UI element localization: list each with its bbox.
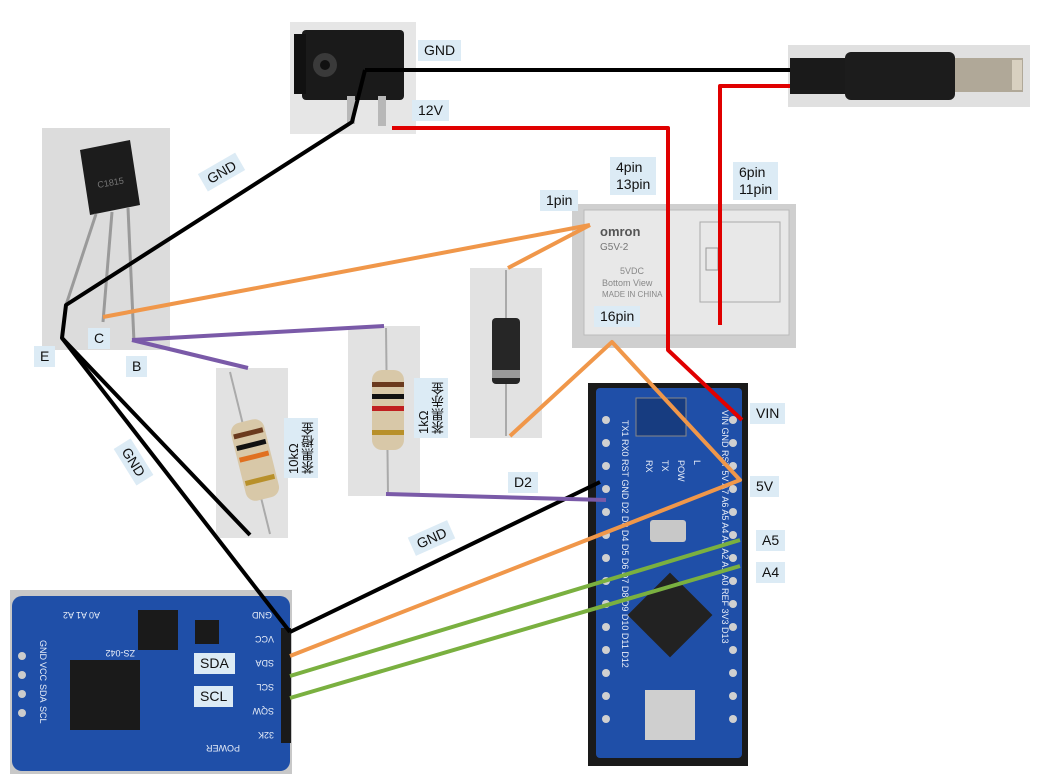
- label-pin1: 1pin: [540, 190, 579, 211]
- rtc-model: ZS-042: [105, 648, 135, 658]
- label-12v: 12V: [412, 100, 449, 121]
- wire-diode-relay1: [507, 223, 591, 270]
- rtc-pin-label-32k: 32K: [258, 730, 274, 740]
- label-pin4-13: 4pin 13pin: [610, 157, 657, 195]
- label-gnd-top: GND: [418, 40, 462, 61]
- label-a4: A4: [756, 562, 786, 583]
- arduino-nano: TX1 RX0 RST GND D2 D3 D4 D5 D6 D7 D8 D9 …: [588, 383, 748, 766]
- nano-led-tx: TX: [660, 460, 670, 472]
- label-vin: VIN: [750, 403, 786, 424]
- wire-sda-a5: [289, 538, 741, 678]
- relay-rating: 5VDC: [620, 266, 645, 276]
- rtc-pin-label-gnd: GND: [252, 610, 273, 620]
- label-emitter: E: [34, 346, 56, 367]
- nano-led-l: L: [692, 460, 702, 465]
- label-resistor-10k: 10kΩ 茶黒橙金: [284, 418, 318, 478]
- label-scl: SCL: [194, 686, 234, 707]
- rtc-left-pin-gnd: GND: [38, 640, 48, 661]
- rtc-addr-label: A0 A1 A2: [63, 610, 100, 620]
- rtc-pin-label-vcc: VCC: [254, 634, 274, 644]
- label-pin16: 16pin: [594, 306, 641, 327]
- relay-brand: omron: [600, 224, 641, 239]
- rtc-module: GND VCC SDA SCL SQW 32K GND VCC SDA SCL …: [10, 590, 292, 774]
- wire-1k-d2: [385, 492, 607, 502]
- label-5v: 5V: [750, 476, 780, 497]
- wire-scl-a4: [289, 564, 741, 700]
- transistor: C1815: [42, 128, 170, 350]
- rtc-left-pin-scl: SCL: [38, 706, 48, 724]
- nano-left-pin-labels: TX1 RX0 RST GND D2 D3 D4 D5 D6 D7 D8 D9 …: [620, 420, 630, 668]
- wire-gnd-rtc-nano: [289, 480, 601, 634]
- rtc-left-pin-vcc: VCC: [38, 662, 48, 682]
- label-pin6-11: 6pin 11pin: [733, 162, 779, 200]
- rtc-pin-label-sqw: SQW: [252, 706, 274, 716]
- diode: [470, 268, 542, 438]
- label-sda: SDA: [194, 653, 235, 674]
- rtc-pin-label-scl: SCL: [256, 682, 274, 692]
- resistor-1k: [348, 326, 420, 496]
- nano-led-pow: POW: [676, 460, 686, 482]
- wire-12v-vin: [392, 126, 744, 422]
- label-a5: A5: [756, 530, 786, 551]
- wire-base-10k: [131, 338, 249, 370]
- dc-jack: [290, 22, 416, 134]
- wire-base-1k: [131, 324, 385, 342]
- nano-right-pin-labels: VIN GND RST 5V A7 A6 A5 A4 A3 A2 A1 A0 R…: [720, 410, 730, 643]
- wire-diode-16-5v-vcc: [289, 340, 742, 658]
- transistor-marking: C1815: [97, 176, 125, 190]
- wires: [60, 68, 790, 700]
- wire-gnd-jack-emitter: [60, 69, 367, 537]
- dc-plug: [788, 45, 1030, 107]
- label-collector: C: [88, 328, 111, 349]
- relay-origin: MADE IN CHINA: [602, 290, 663, 299]
- wire-gnd-emitter-rtc: [60, 336, 292, 634]
- relay-view: Bottom View: [602, 278, 653, 288]
- nano-right-header: [729, 416, 737, 723]
- rtc-power-label: POWER: [205, 743, 240, 753]
- label-d2: D2: [508, 472, 538, 493]
- label-resistor-1k: 1kΩ 茶黒赤金: [414, 378, 448, 438]
- nano-led-rx: RX: [644, 460, 654, 473]
- label-base: B: [126, 356, 148, 377]
- wire-collector-relay1: [102, 223, 591, 319]
- rtc-pin-label-sda: SDA: [255, 658, 274, 668]
- wire-12v-plug-relay: [718, 84, 790, 325]
- relay-model: G5V-2: [600, 242, 629, 253]
- rtc-left-pin-sda: SDA: [38, 684, 48, 703]
